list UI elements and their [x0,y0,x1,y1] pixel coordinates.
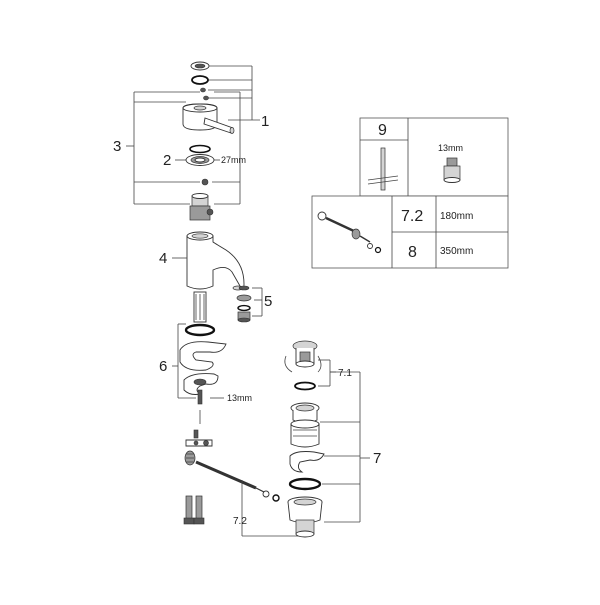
dim-13mm-lower: 13mm [227,393,252,403]
mounting-set [172,323,227,399]
rod-row-1-length: 180mm [440,211,473,222]
waste-clip [289,451,325,473]
aerator-set [236,285,263,323]
rod-spring [184,450,196,466]
rod-row-2-part: 8 [408,244,417,261]
callout-2: 2 [163,152,171,169]
sealing-ring [288,477,322,491]
leader-lines-waste [318,359,370,523]
callout-7-2: 7.2 [233,516,247,527]
faucet-body [172,231,245,291]
rod-row-1-part: 7.2 [401,208,423,225]
rod-drawing [317,211,382,254]
o-ring-waste [294,381,316,391]
nut-27mm [185,154,220,166]
callout-4: 4 [159,250,167,267]
pop-up-plug [284,340,322,373]
horizontal-rod [195,460,280,502]
leader-lines-top [126,65,260,205]
screw-rod [197,389,203,424]
cartridge [189,193,214,221]
inset-tools-box [359,117,509,197]
rod-row-2-length: 350mm [440,246,473,257]
o-ring-top [191,75,209,85]
rod-bracket [185,429,213,447]
inset-rods-box [311,195,509,269]
callout-5: 5 [264,293,272,310]
small-screw [200,87,209,101]
cap-button [190,61,210,71]
lever-handle [182,103,235,134]
flexible-hoses [183,495,205,525]
callout-7: 7 [373,450,381,467]
waste-nut [287,496,323,538]
waste-flange [290,402,320,424]
callout-7-1: 7.1 [338,368,352,379]
dim-27mm: 27mm [221,155,246,165]
callout-1: 1 [261,113,269,130]
grub-screw [201,178,209,186]
callout-3: 3 [113,138,121,155]
callout-6: 6 [159,358,167,375]
dim-13mm-tool: 13mm [438,143,463,153]
inset-tools-label: 9 [378,122,387,139]
waste-body [290,419,320,448]
mounting-threads [193,291,207,323]
o-ring-middle [189,144,211,154]
leader-7-2 [241,480,300,537]
